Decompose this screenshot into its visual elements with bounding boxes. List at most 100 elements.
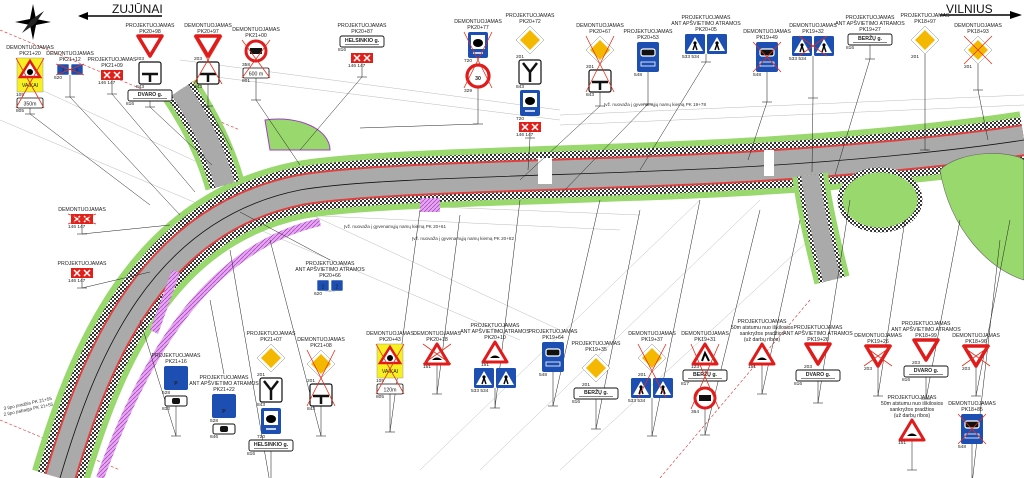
sign-code: 548 xyxy=(634,72,642,78)
crosswalks xyxy=(538,150,774,184)
sign-code: 528 xyxy=(162,390,170,396)
sign-horse-720: 720 xyxy=(257,408,281,440)
sign-leader-line xyxy=(811,97,814,173)
sign-redplate-146-147: 146 147 xyxy=(348,53,373,69)
direction-left-label: ZUJŪNAI xyxy=(112,2,163,16)
sign-ped2-533-534: 533 534 xyxy=(682,34,727,60)
sign-label: PK19+35 xyxy=(585,347,607,353)
sign-label: ANT APŠVIETIMO ATRAMOS xyxy=(295,266,365,273)
parking-letter: P xyxy=(174,381,178,387)
sign-yield-203: 203 xyxy=(804,342,832,370)
sign-status-label: PROJEKTUOJAMAS xyxy=(901,321,951,327)
sign-status-label: DEMONTUOJAMAS xyxy=(628,331,676,337)
sign-redplate-146-147: 146 147 xyxy=(516,122,541,138)
sign-status-label: DEMONTUOJAMAS xyxy=(681,331,729,337)
sign-priority-201: 201 xyxy=(910,25,940,60)
sign-status-label: DEMONTUOJAMAS xyxy=(789,23,837,29)
sign-leader-line xyxy=(559,103,649,196)
sign-bus-548: 548 xyxy=(753,42,778,78)
sign-label: PK20+72 xyxy=(519,19,541,25)
plate-number: 2 xyxy=(336,285,339,291)
sign-code: 203 xyxy=(136,56,144,62)
sign-priority-201: 201 xyxy=(515,25,545,60)
sign-label: 50m atstumu nuo iškilosios xyxy=(881,401,944,407)
sign-label: PK19+26 xyxy=(867,339,889,345)
side-road-east xyxy=(792,153,1024,285)
sign-priority-201: 201 xyxy=(256,343,286,378)
note-driveway-3: Įvž. nuovaža į gyvenamųjų namų kiemą PK … xyxy=(604,102,706,107)
sign-leader-line xyxy=(69,96,181,216)
sign-status-label: DEMONTUOJAMAS xyxy=(454,19,502,25)
speed-limit-value: 30 xyxy=(475,76,481,82)
sign-code: 816 xyxy=(572,399,580,405)
sign-bump-151: 151 xyxy=(481,340,509,368)
direction-header: ZUJŪNAI VILNIUS xyxy=(15,2,1022,40)
sign-leader-line xyxy=(977,89,989,141)
sign-code: 146 147 xyxy=(68,224,86,230)
sign-junction-843: 843 xyxy=(136,61,162,90)
sign-status-label: PROJEKTUOJAMAS xyxy=(305,261,355,267)
plate-number: 2 xyxy=(76,69,79,75)
removed-cross-mark xyxy=(863,345,893,367)
sign-code: 533 534 xyxy=(471,388,489,394)
sign-code: 533 534 xyxy=(628,398,646,404)
sign-textplate-816: DVARO g.816 xyxy=(126,89,173,107)
sign-code: 805 xyxy=(16,108,24,114)
main-road xyxy=(32,111,1024,478)
sign-code: 816 xyxy=(902,377,910,383)
sign-code: 201 xyxy=(516,54,524,60)
sign-group-planned[interactable]: PROJEKTUOJAMASPK21+07201843720HELSINKIO … xyxy=(246,331,296,457)
sign-label: (už darbų ribos) xyxy=(744,337,781,343)
sign-leader-line xyxy=(209,299,225,375)
sign-bump-151: 151 xyxy=(898,418,926,446)
sign-code: 201 xyxy=(638,372,646,378)
sign-junctiony-843: 843 xyxy=(257,377,283,408)
sign-code: 846 xyxy=(210,434,218,440)
plate-text: BERŽŲ g. xyxy=(858,34,882,42)
sign-priority-201: 201 xyxy=(637,343,667,378)
sign-groups: DEMONTUOJAMASPK21+20VAIKAI105350m805DEMO… xyxy=(6,13,1002,457)
sign-leader-line xyxy=(761,219,801,395)
removed-cross-mark xyxy=(585,35,615,93)
sign-status-label: DEMONTUOJAMAS xyxy=(954,23,1002,29)
sign-label: ANT APŠVIETIMO ATRAMOS xyxy=(460,328,530,335)
